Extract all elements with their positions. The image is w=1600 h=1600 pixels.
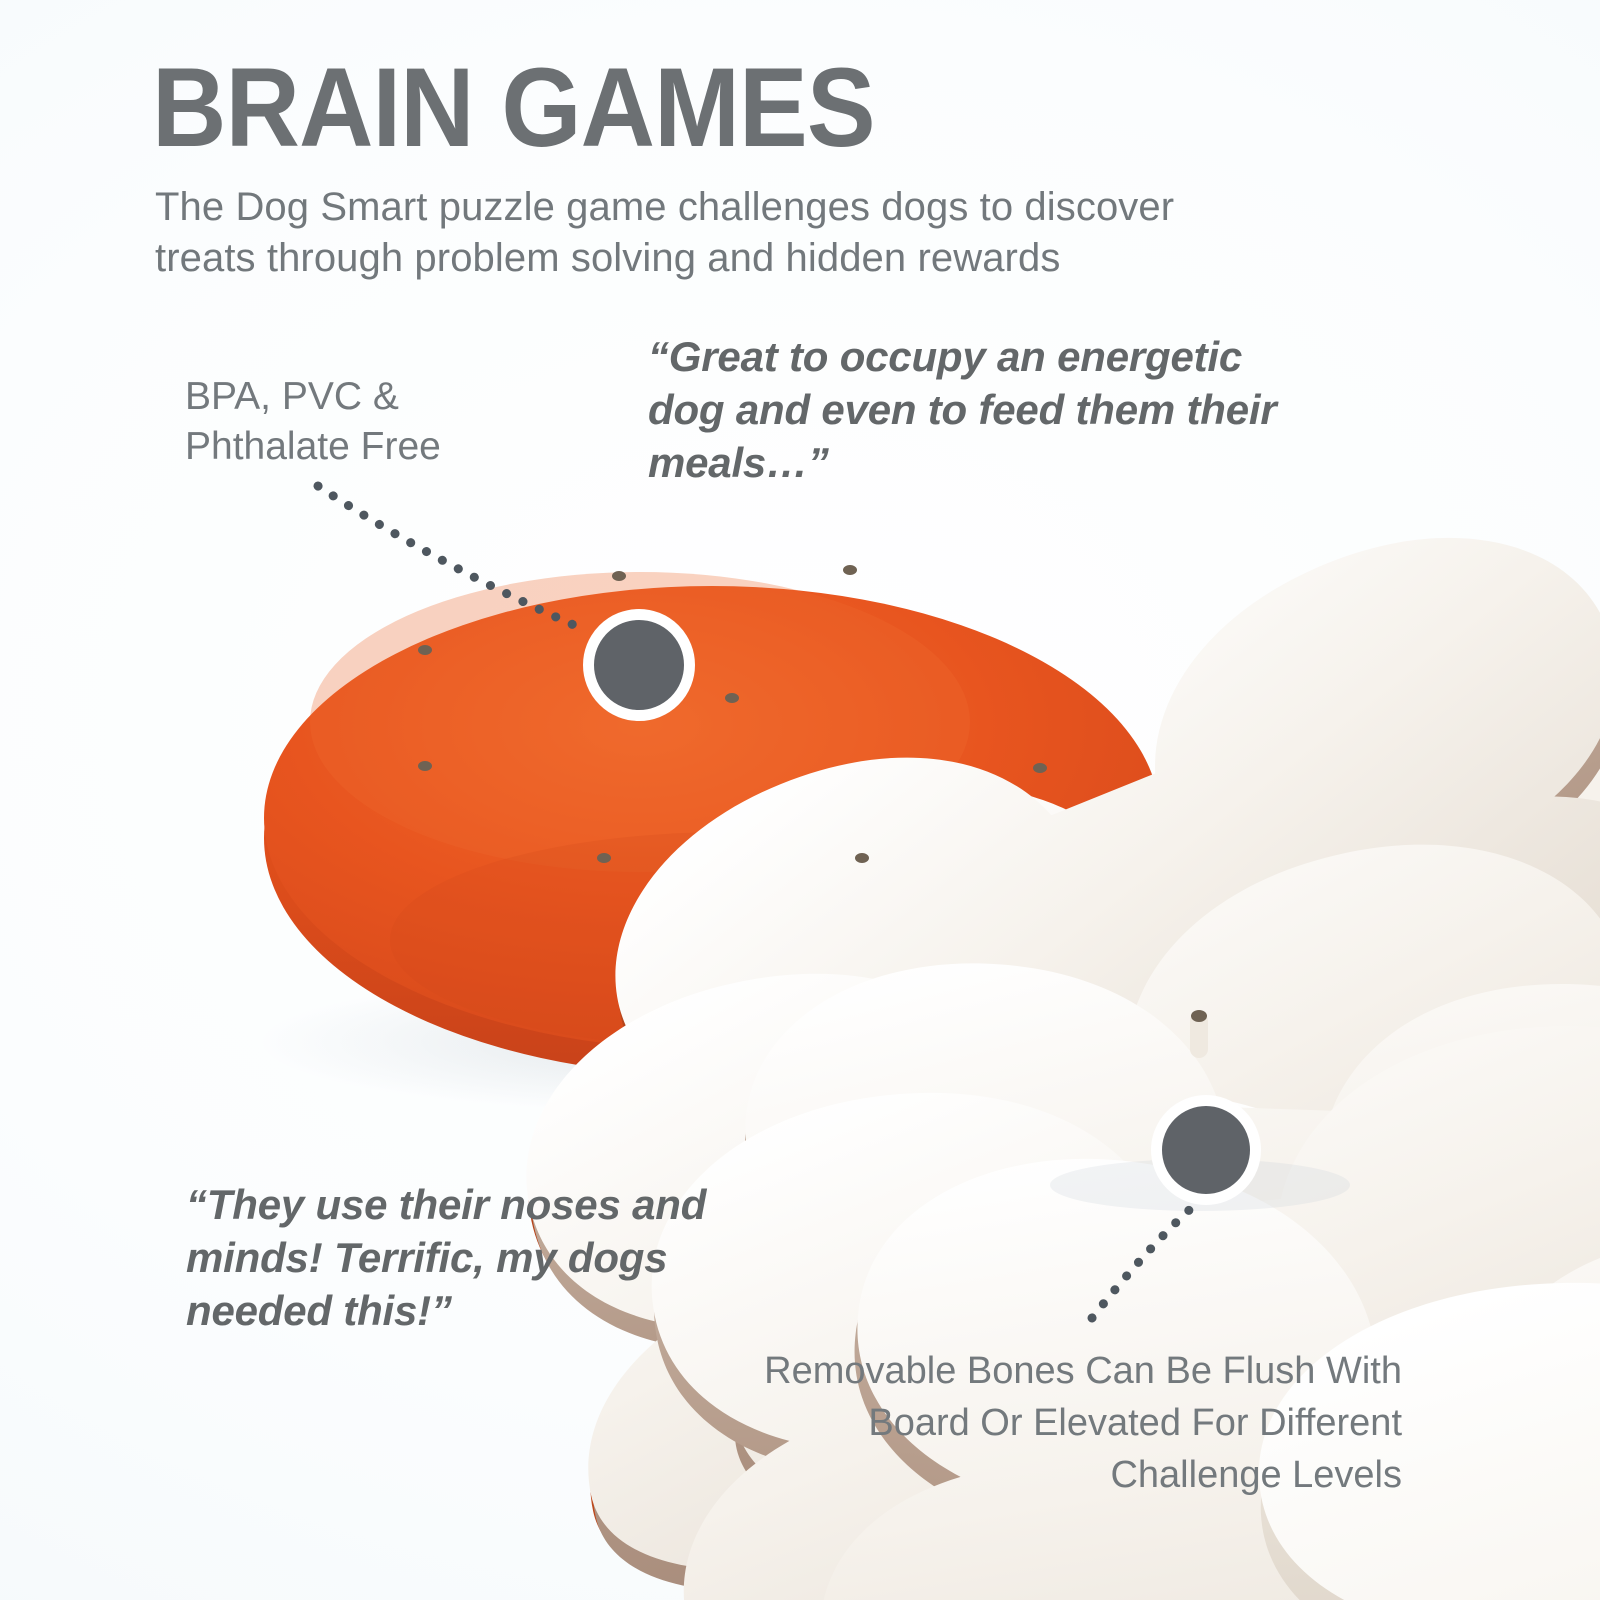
page-title: BRAIN GAMES — [152, 45, 876, 170]
customer-quote-top: “Great to occupy an energetic dog and ev… — [648, 333, 1277, 486]
empty-bone-slot — [1104, 596, 1600, 1466]
leader-line-bones — [1087, 1199, 1201, 1323]
callout-marker-board[interactable] — [583, 609, 695, 721]
callout-removable-bones: Removable Bones Can Be Flush With Board … — [764, 1350, 1402, 1496]
callout-marker-removable-bone[interactable] — [1151, 1095, 1261, 1205]
page-subtitle: The Dog Smart puzzle game challenges dog… — [155, 185, 1175, 280]
removable-bone-piece — [1050, 1010, 1600, 1600]
customer-quote-bottom: “They use their noses and minds! Terrifi… — [186, 1181, 707, 1334]
callout-bpa-free: BPA, PVC & Phthalate Free — [185, 375, 441, 468]
leader-line-bpa — [313, 481, 581, 631]
